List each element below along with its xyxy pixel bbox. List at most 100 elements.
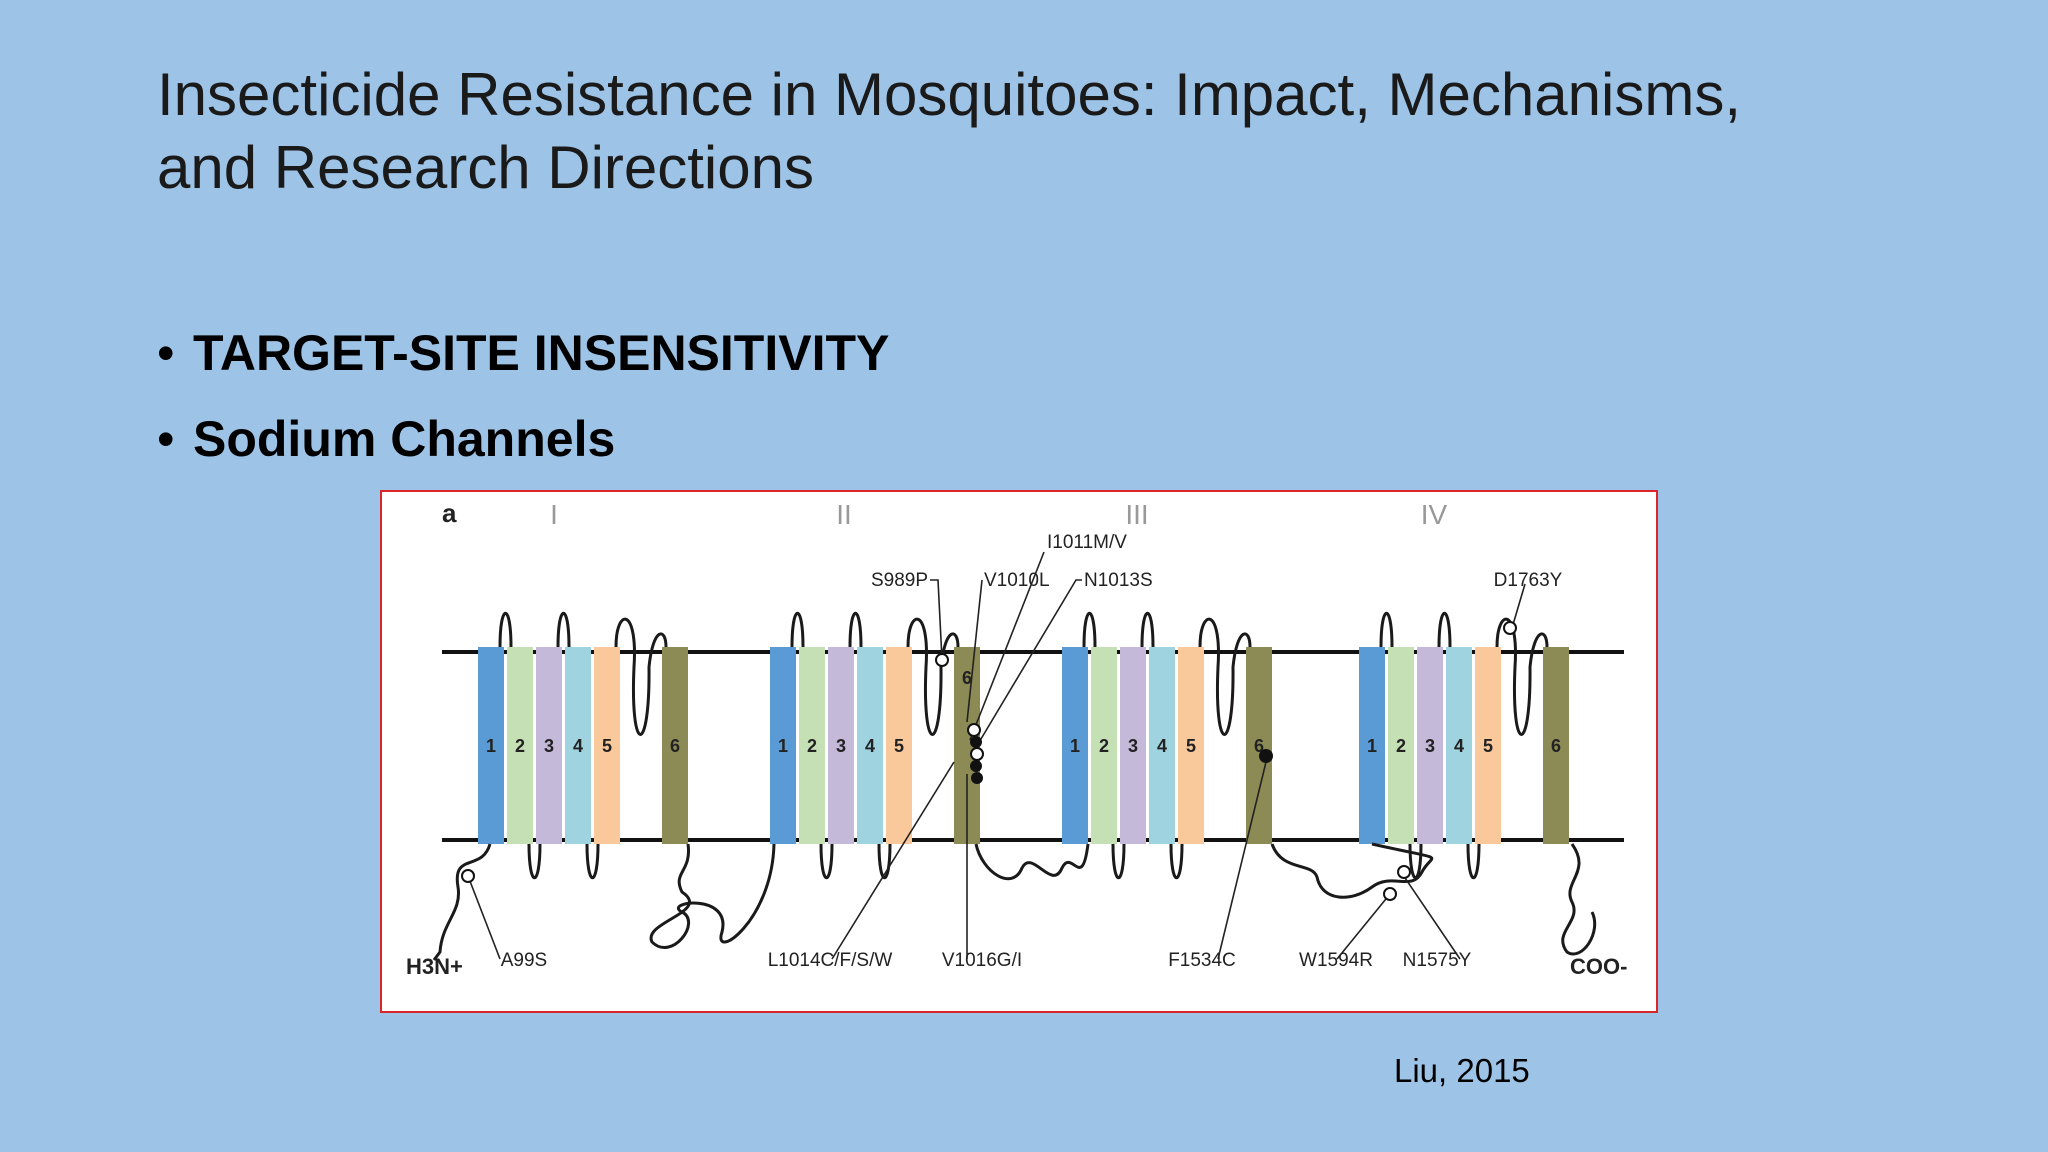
- intracellular-loop: [1466, 843, 1481, 879]
- slide-title: Insecticide Resistance in Mosquitoes: Im…: [157, 61, 1741, 201]
- mutation-label: N1013S: [1084, 570, 1153, 591]
- bullet-dot-icon: •: [157, 411, 175, 467]
- bullet-item: • Sodium Channels: [157, 396, 889, 482]
- mutation-label: A99S: [501, 950, 547, 971]
- segment-number-label: 1: [778, 736, 788, 756]
- pore-loop: [1495, 617, 1549, 736]
- segment-number-label: 2: [515, 736, 525, 756]
- segment-number-label: 5: [602, 736, 612, 756]
- bullet-dot-icon: •: [157, 325, 175, 381]
- segment-number-label: 6: [962, 668, 972, 688]
- mutation-label: D1763Y: [1494, 570, 1563, 591]
- extracellular-loop: [790, 612, 805, 648]
- mutation-marker-filled: [970, 736, 982, 748]
- bullet-text: Sodium Channels: [193, 411, 616, 467]
- intracellular-loop: [1169, 843, 1184, 879]
- segment-number-label: 4: [1157, 736, 1167, 756]
- extracellular-loop: [1082, 612, 1097, 648]
- mutation-labels: A99S S989P V1010L I1011M/V N1013S L1014C…: [501, 532, 1563, 971]
- mutation-label: L1014C/F/S/W: [768, 950, 893, 971]
- intracellular-loop: [585, 843, 600, 879]
- mutation-marker-filled: [970, 760, 982, 772]
- segment-number-label: 5: [1186, 736, 1196, 756]
- mutation-marker-open: [461, 869, 475, 883]
- extracellular-loop: [1437, 612, 1452, 648]
- extracellular-loop: [848, 612, 863, 648]
- segment-5-bar: [886, 647, 912, 844]
- segment-3-bar: [1417, 647, 1443, 844]
- segment-number-label: 3: [1425, 736, 1435, 756]
- linker-i-ii: [649, 843, 776, 949]
- extracellular-loop: [498, 612, 513, 648]
- pore-loop: [1198, 617, 1252, 736]
- intracellular-loop: [877, 843, 892, 879]
- segment-number-label: 4: [573, 736, 583, 756]
- segment-number-label: 1: [1367, 736, 1377, 756]
- mutation-marker-open: [1503, 621, 1517, 635]
- linker-iii-iv: [1270, 842, 1434, 899]
- domain-numeral: IV: [1421, 499, 1448, 530]
- mutation-label: V1016G/I: [942, 950, 1022, 971]
- extracellular-loop: [1379, 612, 1394, 648]
- mutation-marker-open: [970, 747, 984, 761]
- segment-4-bar: [1446, 647, 1472, 844]
- mutation-label: S989P: [871, 570, 928, 591]
- linker-ii-iii: [974, 843, 1090, 881]
- pore-loop: [614, 617, 668, 736]
- n-terminus-label: H3N+: [406, 954, 463, 979]
- extracellular-loop: [556, 612, 571, 648]
- segment-number-label: 2: [1099, 736, 1109, 756]
- bullet-item: • TARGET-SITE INSENSITIVITY: [157, 310, 889, 396]
- mutation-marker-filled: [971, 772, 983, 784]
- segment-1-bar: [478, 647, 504, 844]
- intracellular-loop: [819, 843, 834, 879]
- segment-5-bar: [1178, 647, 1204, 844]
- segment-1-bar: [770, 647, 796, 844]
- mutation-leader-lines: [467, 551, 1526, 960]
- domain-numeral: I: [550, 499, 558, 530]
- segment-number-label: 4: [1454, 736, 1464, 756]
- intracellular-loop: [527, 843, 542, 879]
- connecting-loops: [432, 612, 1597, 961]
- segment-number-label: 3: [836, 736, 846, 756]
- intracellular-loop: [1408, 843, 1423, 879]
- mutation-marker-open: [1383, 887, 1397, 901]
- mutation-marker-open: [1397, 865, 1411, 879]
- segment-5-bar: [594, 647, 620, 844]
- panel-label: a: [442, 498, 457, 528]
- mutation-label: W1594R: [1299, 950, 1373, 971]
- segment-number-label: 5: [1483, 736, 1493, 756]
- segment-number-label: 4: [865, 736, 875, 756]
- pore-loop: [906, 617, 960, 736]
- segment-number-label: 2: [807, 736, 817, 756]
- domain-numeral: II: [836, 499, 852, 530]
- mutation-label: V1010L: [984, 570, 1050, 591]
- extracellular-loop: [1140, 612, 1155, 648]
- segment-number-label: 1: [486, 736, 496, 756]
- segment-6-bar: [1543, 647, 1569, 844]
- segment-3-bar: [828, 647, 854, 844]
- segment-number-label: 3: [544, 736, 554, 756]
- segment-6-bar: [662, 647, 688, 844]
- segment-number-label: 1: [1070, 736, 1080, 756]
- segment-number-label: 5: [894, 736, 904, 756]
- segment-1-bar: [1062, 647, 1088, 844]
- segment-number-label: 2: [1396, 736, 1406, 756]
- segment-number-label: 3: [1128, 736, 1138, 756]
- mutation-marker-filled: [1259, 749, 1273, 763]
- mutation-label: F1534C: [1168, 950, 1236, 971]
- bullet-text: TARGET-SITE INSENSITIVITY: [193, 325, 890, 381]
- c-terminus-label: COO-: [1570, 954, 1627, 979]
- segment-2-bar: [1388, 647, 1414, 844]
- intracellular-loop: [1111, 843, 1126, 879]
- c-terminus-tail: [1561, 843, 1597, 956]
- segment-3-bar: [536, 647, 562, 844]
- segment-4-bar: [1149, 647, 1175, 844]
- segment-4-bar: [565, 647, 591, 844]
- segment-number-label: 6: [1551, 736, 1561, 756]
- segment-6-bar: [1246, 647, 1272, 844]
- segment-2-bar: [799, 647, 825, 844]
- mutation-label: I1011M/V: [1047, 532, 1127, 553]
